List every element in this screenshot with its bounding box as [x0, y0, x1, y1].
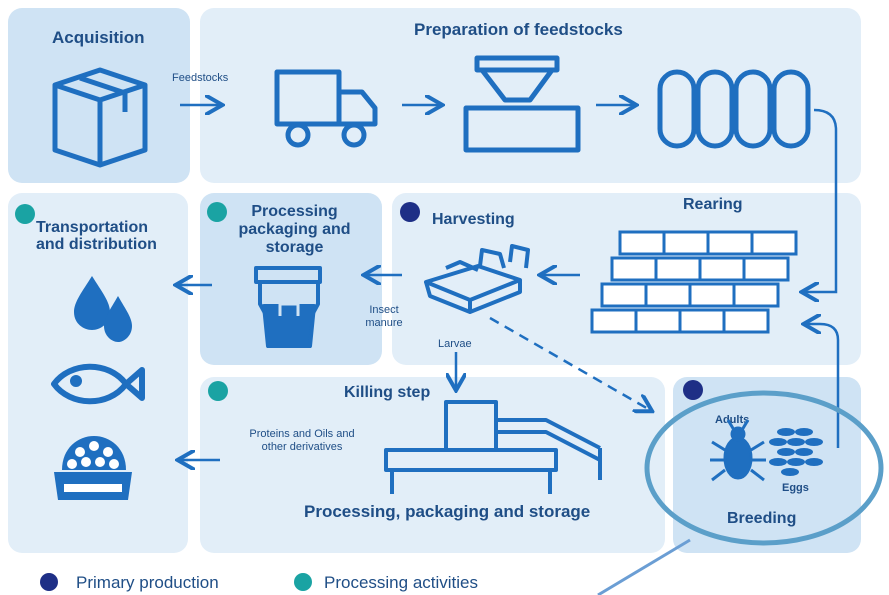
- highlight-pointer: [597, 538, 691, 595]
- legend-processing-label: Processing activities: [324, 573, 479, 592]
- beetle-icon: [710, 419, 766, 482]
- pellets-icon: [657, 69, 811, 149]
- processing-dot: [15, 204, 35, 224]
- rearing-title: Rearing: [683, 196, 743, 213]
- insect-manure-label: Insect manure: [365, 304, 403, 329]
- killing-title: Killing step: [344, 384, 431, 401]
- processing-packaging-title: Processing packaging and storage: [238, 203, 351, 256]
- proteins-oils-label: Proteins and Oils and other derivatives: [249, 428, 355, 453]
- killing-machine-icon: [384, 400, 602, 494]
- processing-bottom-title: Processing, packaging and storage: [304, 502, 591, 521]
- breeding-highlight: [644, 390, 884, 546]
- primary-dot: [400, 202, 420, 222]
- food-bowl-icon: [54, 436, 132, 500]
- water-drops-icon: [74, 276, 132, 342]
- sieve-icon: [424, 244, 530, 314]
- crates-icon: [590, 230, 798, 334]
- legend-primary-dot: [40, 573, 58, 591]
- flow-arrows: [178, 105, 840, 460]
- harvesting-title: Harvesting: [432, 211, 515, 228]
- acquisition-title: Acquisition: [52, 28, 145, 47]
- fish-icon: [51, 363, 145, 405]
- processing-dot: [208, 381, 228, 401]
- transportation-title: Transportation and distribution: [36, 219, 157, 253]
- legend-primary-label: Primary production: [76, 573, 219, 592]
- breeding-title: Breeding: [727, 510, 797, 527]
- hopper-icon: [463, 55, 581, 153]
- legend-processing-dot: [294, 573, 312, 591]
- killing-panel: [200, 377, 665, 553]
- preparation-title: Preparation of feedstocks: [414, 20, 623, 39]
- larvae-label: Larvae: [438, 338, 472, 350]
- processing-dot: [207, 202, 227, 222]
- larvae-to-breeding-arrow: [489, 316, 650, 410]
- primary-dot: [683, 380, 703, 400]
- feedstocks-label: Feedstocks: [172, 72, 229, 84]
- eggs-label: Eggs: [782, 482, 809, 494]
- eggs-icon: [769, 428, 823, 476]
- adults-label: Adults: [715, 414, 750, 426]
- box-icon: [52, 67, 148, 168]
- packaging-machine-icon: [254, 266, 322, 348]
- truck-icon: [274, 69, 378, 148]
